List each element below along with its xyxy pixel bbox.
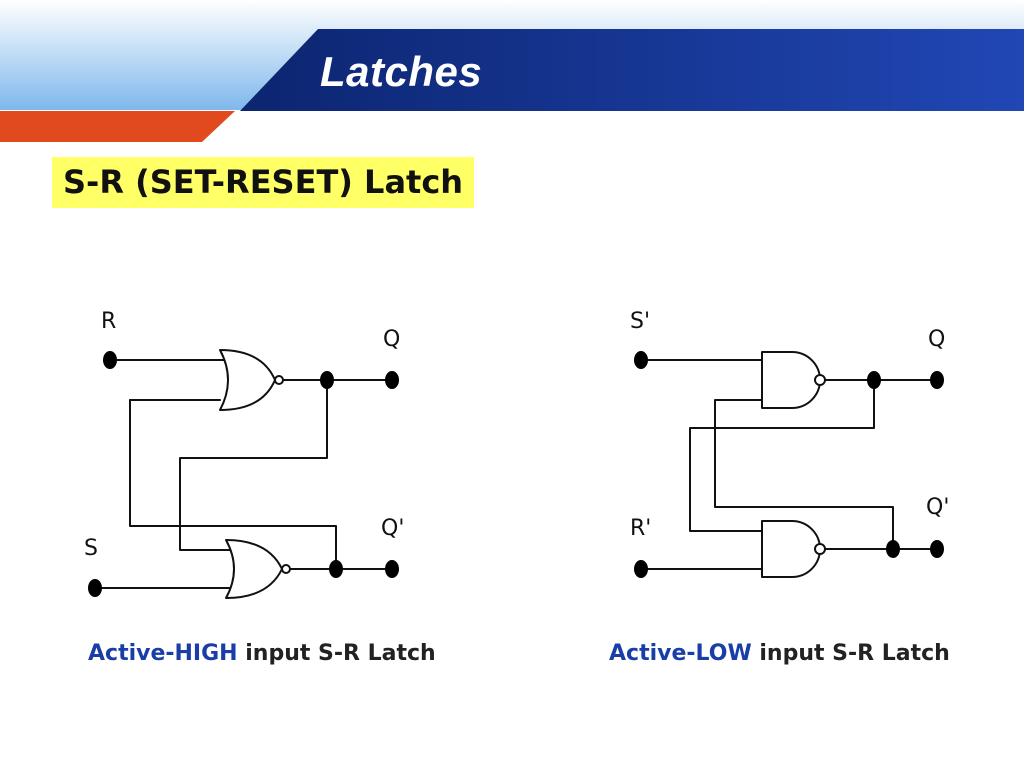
label-s: S [84, 536, 98, 561]
terminal-q-left [385, 371, 399, 389]
label-r: R [101, 309, 117, 334]
junction-q-right [867, 371, 881, 389]
caption-right-highlight: Active-LOW [609, 641, 752, 666]
nor-bottom-bubble [281, 564, 291, 574]
terminal-r-bar [634, 560, 648, 578]
left-nor-latch [94, 349, 393, 599]
caption-right-rest: input S-R Latch [751, 641, 950, 666]
junction-q-bar-right [886, 540, 900, 558]
nand-gate-bottom [761, 520, 821, 578]
subtitle-highlight: S-R (SET-RESET) Latch [52, 157, 475, 208]
banner-accent-stripe [0, 111, 235, 142]
right-nand-latch [640, 351, 938, 578]
terminal-q-bar-right [930, 540, 944, 558]
nor-top-bubble [274, 375, 284, 385]
label-q-left: Q [383, 327, 401, 352]
junction-q-bar-left [329, 560, 343, 578]
nor-gate-top [219, 349, 276, 411]
wire-crossover-q-right [689, 379, 875, 532]
banner-dark-band [240, 29, 1024, 111]
terminal-q-right [930, 371, 944, 389]
nor-gate-bottom [225, 539, 283, 599]
caption-right: Active-LOW input S-R Latch [609, 639, 950, 669]
caption-left: Active-HIGH input S-R Latch [88, 639, 436, 669]
nand-bottom-bubble [814, 543, 826, 555]
caption-left-rest: input S-R Latch [237, 641, 436, 666]
wire-crossover-q [179, 379, 328, 551]
terminal-r [103, 351, 117, 369]
label-q-bar-left: Q' [381, 516, 405, 541]
header-banner [0, 0, 1024, 142]
nand-gate-top [761, 351, 821, 409]
wire-crossover-q-bar [129, 399, 337, 570]
caption-left-highlight: Active-HIGH [88, 641, 238, 666]
label-r-bar: R' [630, 516, 652, 541]
terminal-s [88, 579, 102, 597]
label-q-bar-right: Q' [926, 495, 950, 520]
label-q-right: Q [928, 327, 946, 352]
label-s-bar: S' [630, 309, 651, 334]
junction-q-left [320, 371, 334, 389]
nand-top-bubble [814, 374, 826, 386]
terminal-q-bar-left [385, 560, 399, 578]
terminal-s-bar [634, 351, 648, 369]
slide-title: Latches [320, 48, 483, 95]
wire-crossover-q-bar-right [714, 399, 894, 550]
